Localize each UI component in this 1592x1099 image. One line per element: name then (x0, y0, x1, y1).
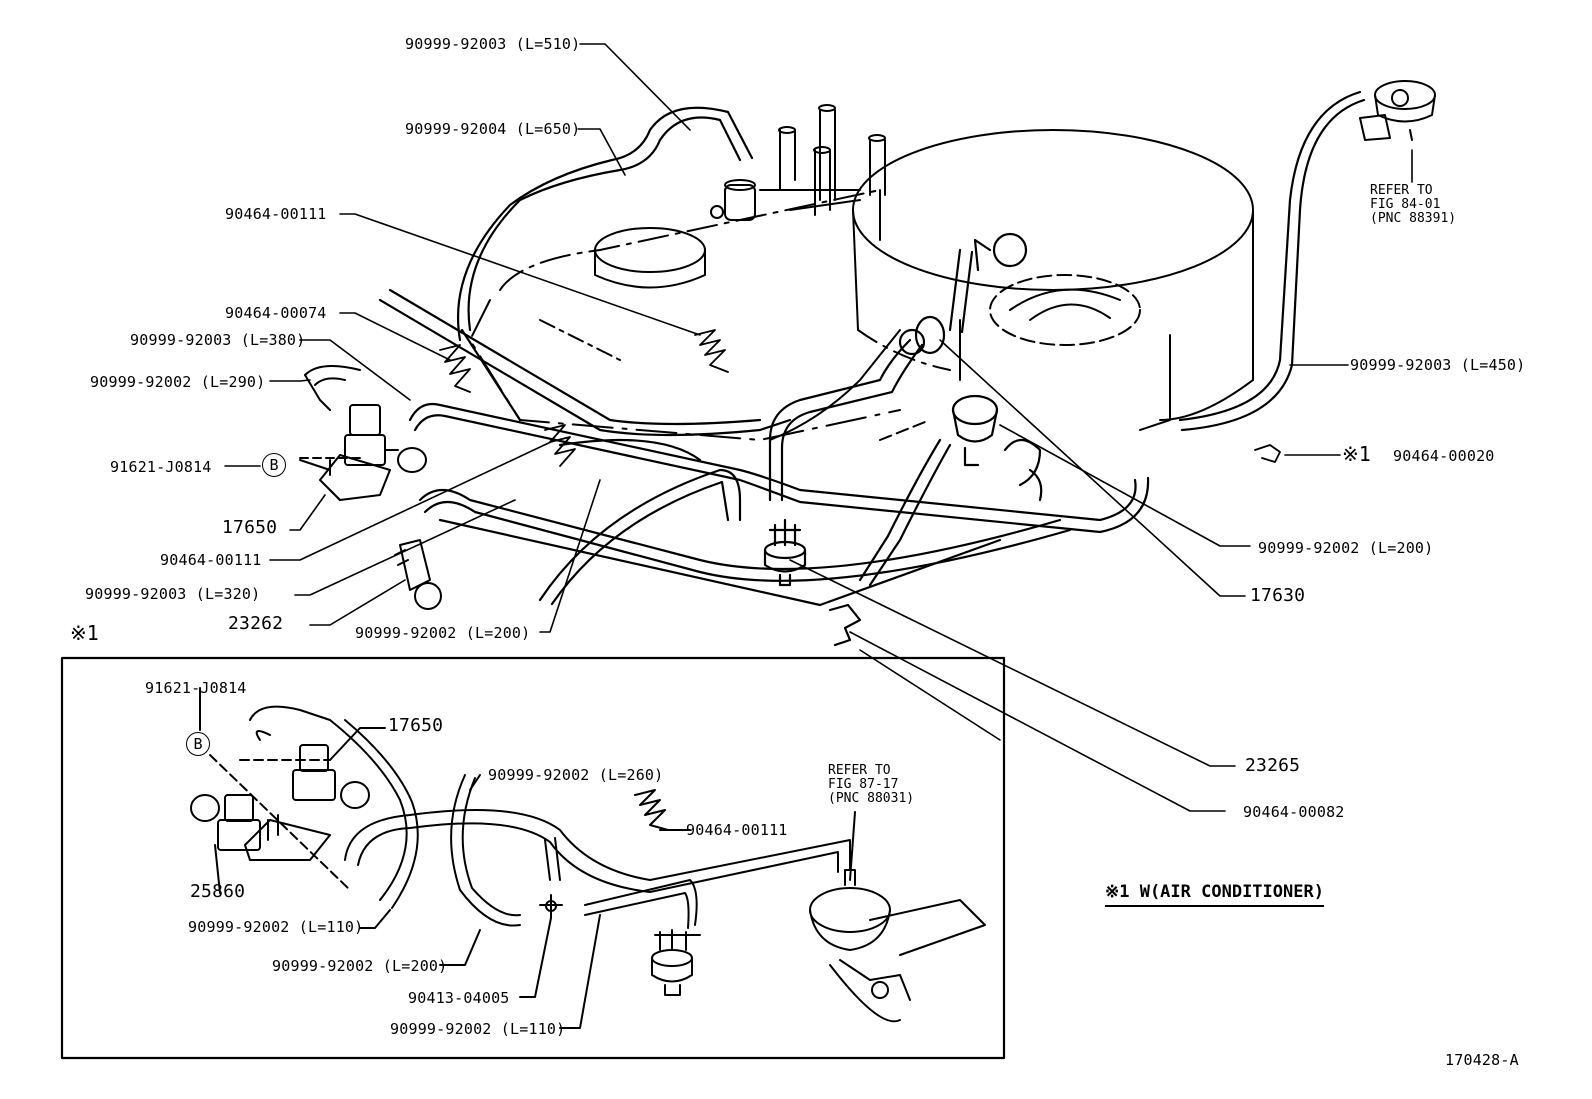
reference-fig-84-01: REFER TO FIG 84-01 (PNC 88391) (1370, 183, 1457, 226)
inset-label-hose-110-b: 90999-92002 (L=110) (390, 1020, 566, 1038)
diagram-id: 170428-A (1445, 1051, 1519, 1069)
inset-label-hose-260: 90999-92002 (L=260) (488, 766, 664, 784)
label-clamp-00111-mid: 90464-00111 (160, 551, 262, 569)
clamp-drawings (439, 329, 1281, 467)
reference-valve-84-01 (1359, 80, 1436, 141)
label-clamp-00082: 90464-00082 (1243, 803, 1345, 821)
inset-circle-b-marker: B (186, 732, 210, 756)
reference-fig-87-17: REFER TO FIG 87-17 (PNC 88031) (828, 763, 915, 806)
inset-label-clamp-00111: 90464-00111 (686, 821, 788, 839)
label-part-23265: 23265 (1245, 755, 1301, 776)
label-clamp-00020: 90464-00020 (1393, 447, 1495, 465)
label-vsv-17650: 17650 (222, 517, 278, 538)
circle-b-marker: B (262, 453, 286, 477)
label-hose-450: 90999-92003 (L=450) (1350, 356, 1526, 374)
air-cleaner-drawing (852, 129, 1254, 431)
label-part-17630: 17630 (1250, 585, 1306, 606)
label-hose-200-right: 90999-92002 (L=200) (1258, 539, 1434, 557)
inset-label-hose-110-a: 90999-92002 (L=110) (188, 918, 364, 936)
label-hose-320: 90999-92003 (L=320) (85, 585, 261, 603)
label-hose-200-center: 90999-92002 (L=200) (355, 624, 531, 642)
note-mark-clamp-00020: ※1 (1342, 442, 1371, 466)
label-hose-650: 90999-92004 (L=650) (405, 120, 581, 138)
intake-body-drawing (469, 104, 931, 441)
label-clamp-00111-top: 90464-00111 (225, 205, 327, 223)
label-hose-380: 90999-92003 (L=380) (130, 331, 306, 349)
inset-label-bracket-j0814: 91621-J0814 (145, 679, 247, 697)
footnote-air-conditioner: ※1 W(AIR CONDITIONER) (1105, 882, 1324, 907)
check-valve-23262 (394, 539, 442, 610)
label-bracket-j0814: 91621-J0814 (110, 458, 212, 476)
inset-note-mark: ※1 (70, 621, 99, 645)
inset-label-hose-200: 90999-92002 (L=200) (272, 957, 448, 975)
inset-label-tee-04005: 90413-04005 (408, 989, 510, 1007)
inset-label-vsv-25860: 25860 (190, 881, 246, 902)
label-part-23262: 23262 (228, 613, 284, 634)
vsv-assembly-left (299, 365, 427, 501)
label-clamp-00074: 90464-00074 (225, 304, 327, 322)
hose-runs (378, 90, 1366, 647)
leader-lines (224, 43, 1413, 812)
inset-label-vsv-17650: 17650 (388, 715, 444, 736)
label-hose-290: 90999-92002 (L=290) (90, 373, 266, 391)
label-hose-510: 90999-92003 (L=510) (405, 35, 581, 53)
inset-box (60, 656, 1006, 1060)
